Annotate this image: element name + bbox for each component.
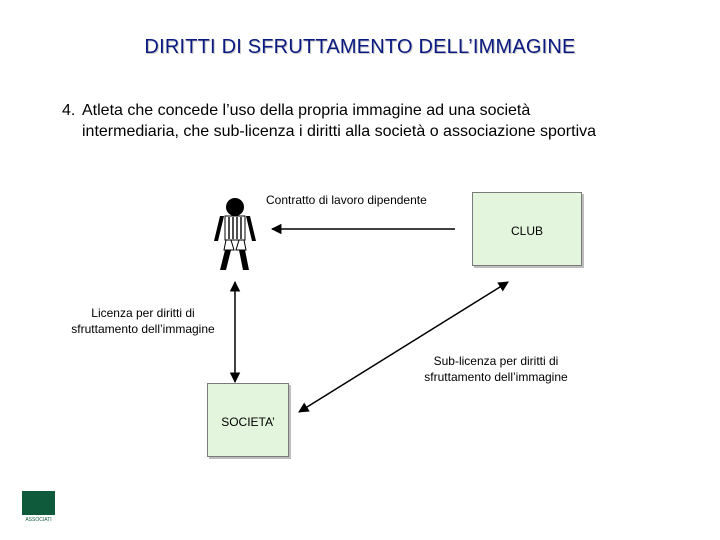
athlete-icon (214, 198, 256, 270)
license-label-line-1: Licenza per diritti di (91, 306, 195, 320)
sublicense-label-line-1: Sub-licenza per diritti di (433, 354, 559, 368)
sublicense-arrow (298, 281, 509, 413)
logo-mark-icon (22, 491, 55, 515)
slide-title: DIRITTI DI SFRUTTAMENTO DELL’IMMAGINE (144, 36, 576, 58)
point-line-2: intermediaria, che sub-licenza i diritti… (82, 123, 597, 140)
point-text: 4. Atleta che concede l’uso della propria… (62, 100, 682, 142)
license-label: Licenza per diritti di sfruttamento dell… (48, 305, 238, 337)
point-number: 4. (62, 102, 76, 119)
logo-line-1: SINAGRA BELLO (22, 510, 55, 516)
company-box: SOCIETA’ (207, 383, 289, 457)
point-line-1: Atleta che concede l’uso della propria i… (82, 102, 531, 119)
firm-logo: SINAGRA BELLO ASSOCIATI (22, 491, 55, 524)
sublicense-label-line-2: sfruttamento dell’immagine (424, 370, 568, 384)
license-label-line-2: sfruttamento dell’immagine (71, 322, 215, 336)
club-box: CLUB (472, 192, 582, 266)
club-label: CLUB (510, 224, 543, 238)
logo-line-2: ASSOCIATI (25, 517, 52, 523)
company-label: SOCIETA’ (221, 415, 275, 429)
sublicense-label: Sub-licenza per diritti di sfruttamento … (400, 353, 592, 385)
contract-label: Contratto di lavoro dipendente (266, 193, 427, 207)
